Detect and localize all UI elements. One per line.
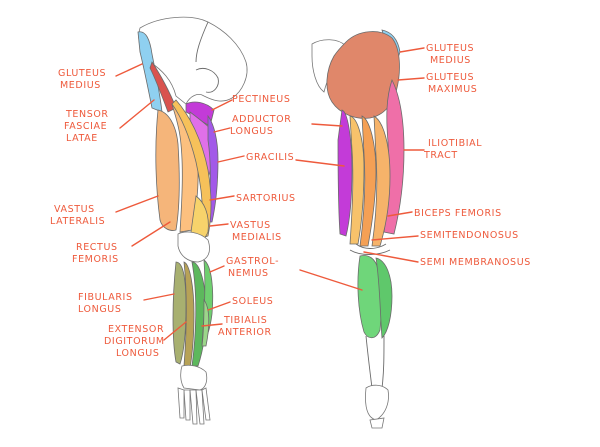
svg-text:GRACILIS: GRACILIS [246, 152, 294, 163]
svg-text:LATERALIS: LATERALIS [50, 216, 105, 227]
svg-text:GLUTEUS: GLUTEUS [426, 72, 474, 83]
svg-text:LONGUS: LONGUS [78, 304, 121, 315]
svg-text:NEMIUS: NEMIUS [228, 268, 269, 279]
extensor-digitorum-muscle [183, 261, 195, 369]
semimembranosus-muscle [349, 115, 365, 245]
svg-text:SOLEUS: SOLEUS [232, 296, 273, 307]
svg-text:VASTUS: VASTUS [230, 220, 271, 231]
label-gracilis: GRACILIS [217, 152, 294, 163]
svg-text:PECTINEUS: PECTINEUS [232, 94, 290, 105]
svg-text:DIGITORUM: DIGITORUM [104, 336, 165, 347]
label-rectus-femoris: RECTUS FEMORIS [72, 221, 171, 265]
knee-front [177, 231, 210, 263]
svg-text:RECTUS: RECTUS [76, 242, 118, 253]
label-semimembranosus: SEMI MEMBRANOSUS [363, 251, 531, 268]
back-leg [311, 29, 405, 429]
label-fibularis-longus: FIBULARIS LONGUS [78, 292, 175, 315]
foot-bones-front [177, 364, 211, 425]
label-gluteus-maximus: GLUTEUS MAXIMUS [397, 72, 477, 95]
svg-text:LONGUS: LONGUS [230, 126, 273, 137]
svg-text:SEMITENDONOSUS: SEMITENDONOSUS [420, 230, 519, 241]
label-iliotibial-tract: ILIOTIBIAL TRACT [403, 138, 482, 161]
label-gluteus-medius-back: GLUTEUS MEDIUS [399, 43, 474, 66]
label-soleus: SOLEUS [207, 296, 273, 311]
foot-bones-back [365, 384, 389, 429]
label-vastus-medialis: VASTUS MEDIALIS [209, 220, 282, 243]
gluteus-maximus-muscle [326, 31, 400, 119]
svg-text:SEMI MEMBRANOSUS: SEMI MEMBRANOSUS [420, 257, 531, 268]
label-tibialis-anterior: TIBIALIS ANTERIOR [201, 315, 272, 338]
label-tensor-fasciae-latae: TENSOR FASCIAE LATAE [64, 99, 155, 144]
svg-text:GLUTEUS: GLUTEUS [426, 43, 474, 54]
adductor-back-muscle [337, 109, 353, 237]
svg-text:MEDIALIS: MEDIALIS [232, 232, 282, 243]
label-biceps-femoris: BICEPS FEMORIS [387, 208, 502, 219]
vastus-lateralis-muscle [155, 109, 180, 231]
label-gastrocnemius: GASTROL- NEMIUS [209, 256, 279, 279]
fibularis-longus-muscle [172, 261, 187, 365]
gastrocnemius-back-muscle [357, 255, 382, 339]
front-labels-right: PECTINEUS ADDUCTOR LONGUS GRACILIS SARTO… [201, 94, 296, 338]
label-vastus-lateralis: VASTUS LATERALIS [50, 195, 159, 227]
svg-text:ILIOTIBIAL: ILIOTIBIAL [428, 138, 482, 149]
label-semitendonosus: SEMITENDONOSUS [371, 230, 519, 241]
svg-text:FASCIAE: FASCIAE [64, 121, 107, 132]
label-adductor-longus: ADDUCTOR LONGUS [213, 114, 291, 137]
svg-text:LONGUS: LONGUS [116, 348, 159, 359]
pelvis-detail-front [195, 21, 219, 93]
front-labels-left: GLUTEUS MEDIUS TENSOR FASCIAE LATAE VAST… [50, 63, 187, 359]
gluteus-medius-muscle [137, 31, 163, 113]
biceps-femoris-muscle [371, 115, 391, 247]
svg-text:MAXIMUS: MAXIMUS [428, 84, 477, 95]
svg-text:EXTENSOR: EXTENSOR [108, 324, 164, 335]
front-leg [137, 16, 248, 425]
leader-gluteus-maximus-to-body [311, 123, 343, 127]
svg-text:FIBULARIS: FIBULARIS [78, 292, 133, 303]
svg-text:SARTORIUS: SARTORIUS [236, 193, 296, 204]
knee-back [349, 243, 391, 255]
tensor-fasciae-latae-muscle [149, 61, 177, 113]
svg-text:GLUTEUS: GLUTEUS [58, 68, 106, 79]
label-extensor-digitorum-longus: EXTENSOR DIGITORUM LONGUS [104, 321, 187, 359]
svg-text:FEMORIS: FEMORIS [72, 254, 119, 265]
svg-text:MEDIUS: MEDIUS [430, 55, 471, 66]
svg-text:TIBIALIS: TIBIALIS [223, 315, 267, 326]
svg-text:TENSOR: TENSOR [65, 109, 109, 120]
svg-text:ADDUCTOR: ADDUCTOR [232, 114, 291, 125]
label-pectineus: PECTINEUS [211, 94, 290, 111]
label-gluteus-medius: GLUTEUS MEDIUS [58, 63, 143, 91]
svg-text:BICEPS FEMORIS: BICEPS FEMORIS [414, 208, 502, 219]
label-sartorius: SARTORIUS [209, 193, 296, 204]
semitendinosus-muscle [359, 115, 377, 247]
leader-gracilis-to-back [295, 159, 345, 167]
back-labels: GLUTEUS MEDIUS GLUTEUS MAXIMUS ILIOTIBIA… [295, 43, 531, 291]
svg-text:LATAE: LATAE [66, 133, 98, 144]
svg-text:VASTUS: VASTUS [54, 204, 95, 215]
svg-text:TRACT: TRACT [423, 150, 458, 161]
lower-leg-back [365, 335, 385, 389]
leader-gastrocnemius-to-back [299, 269, 363, 291]
svg-text:GASTROL-: GASTROL- [226, 256, 279, 267]
gastrocnemius-back-muscle-2 [375, 257, 393, 339]
svg-text:MEDIUS: MEDIUS [60, 80, 101, 91]
svg-text:ANTERIOR: ANTERIOR [218, 327, 272, 338]
